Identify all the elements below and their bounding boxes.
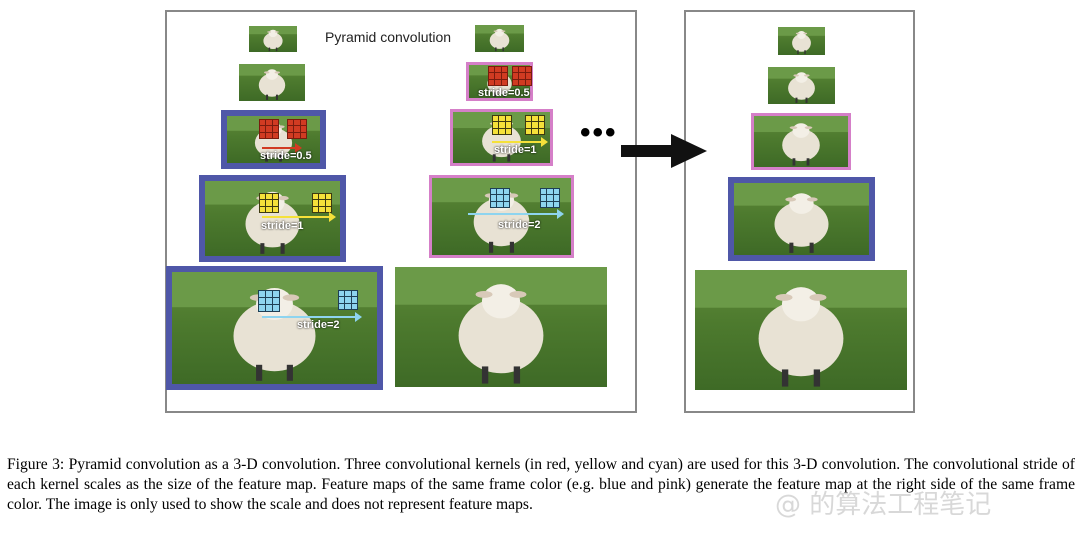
yellow-kernel [492, 115, 512, 135]
cyan-stride-arrow [468, 209, 564, 219]
sheep-image-level-2-blue-frame [199, 175, 346, 262]
stride-label: stride=1 [494, 144, 537, 156]
watermark: @ 的算法工程笔记 [775, 490, 992, 520]
sheep-image-mid-level-6 [475, 25, 524, 52]
cyan-kernel [258, 290, 280, 312]
sheep-output-level-1 [695, 270, 907, 390]
yellow-stride-arrow [492, 137, 548, 147]
yellow-kernel [312, 193, 332, 213]
sheep-image-level-5 [249, 26, 297, 52]
sheep-image-level-4 [239, 64, 305, 101]
sheep-output-level-5 [778, 27, 825, 55]
cyan-stride-arrow [262, 312, 362, 322]
ellipsis: ••• [580, 116, 618, 149]
cyan-kernel [338, 290, 358, 310]
sheep-output-level-3-pink-frame [751, 113, 851, 170]
stride-label: stride=0.5 [260, 150, 312, 162]
sheep-image-level-1-blue-frame [166, 266, 383, 390]
red-kernel [259, 119, 279, 139]
cyan-kernel [490, 188, 510, 208]
red-kernel [287, 119, 307, 139]
sheep-output-level-4 [768, 67, 835, 104]
stride-label: stride=2 [498, 219, 541, 231]
yellow-stride-arrow [262, 212, 336, 222]
caption-label: Figure 3: [7, 456, 65, 473]
figure-caption: Figure 3: Pyramid convolution as a 3-D c… [7, 455, 1075, 515]
red-kernel [512, 66, 532, 86]
sheep-output-level-2-blue-frame [728, 177, 875, 261]
stride-label: stride=0.5 [478, 87, 530, 99]
yellow-kernel [259, 193, 279, 213]
red-stride-arrow [262, 143, 302, 153]
pyramid-title: Pyramid convolution [325, 29, 452, 45]
red-kernel [488, 66, 508, 86]
yellow-kernel [525, 115, 545, 135]
caption-text: Pyramid convolution as a 3-D convolution… [7, 456, 1075, 513]
right-arrow-icon [621, 134, 707, 168]
sheep-image-mid-level-2 [395, 267, 607, 387]
cyan-kernel [540, 188, 560, 208]
stride-label: stride=1 [261, 220, 304, 232]
stride-label: stride=2 [297, 319, 340, 331]
